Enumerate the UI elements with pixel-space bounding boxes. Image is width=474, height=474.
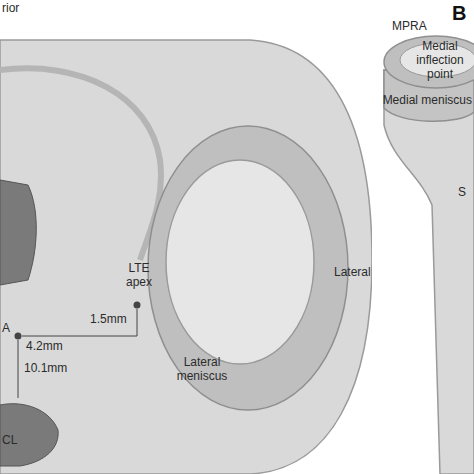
label-text: Lateral: [334, 266, 371, 280]
dimension-line: [22, 336, 137, 337]
label-text: Lateral meniscus: [170, 356, 234, 384]
label-text: LTE apex: [122, 262, 156, 290]
pcl-footprint: [0, 404, 58, 466]
tibial-plateau: [0, 40, 372, 474]
label-text: MPRA: [392, 20, 427, 34]
label-text: 10.1mm: [24, 362, 67, 376]
label-text: S: [458, 186, 466, 200]
label-text: 4.2mm: [26, 340, 63, 354]
lateral-meniscus-shape: [148, 126, 348, 410]
lte-apex-dot: [134, 302, 141, 309]
label-text: B: [452, 2, 466, 25]
label-text: Medial meniscus: [383, 94, 472, 108]
medial-meniscus-top: [384, 36, 474, 88]
lateral-articular-surface: [166, 160, 314, 364]
dimension-line: [18, 340, 19, 398]
tibia-shaft: [384, 70, 474, 474]
label-text: A: [2, 322, 10, 336]
label-text: Medial inflection point: [412, 40, 468, 81]
label-text: CL: [2, 434, 17, 448]
dimension-line: [137, 309, 138, 336]
label-text: rior: [2, 2, 19, 16]
aca-dot: [15, 333, 22, 340]
label-text: 1.5mm: [90, 313, 127, 327]
panel-gap: [372, 0, 378, 474]
acl-footprint: [0, 180, 36, 285]
